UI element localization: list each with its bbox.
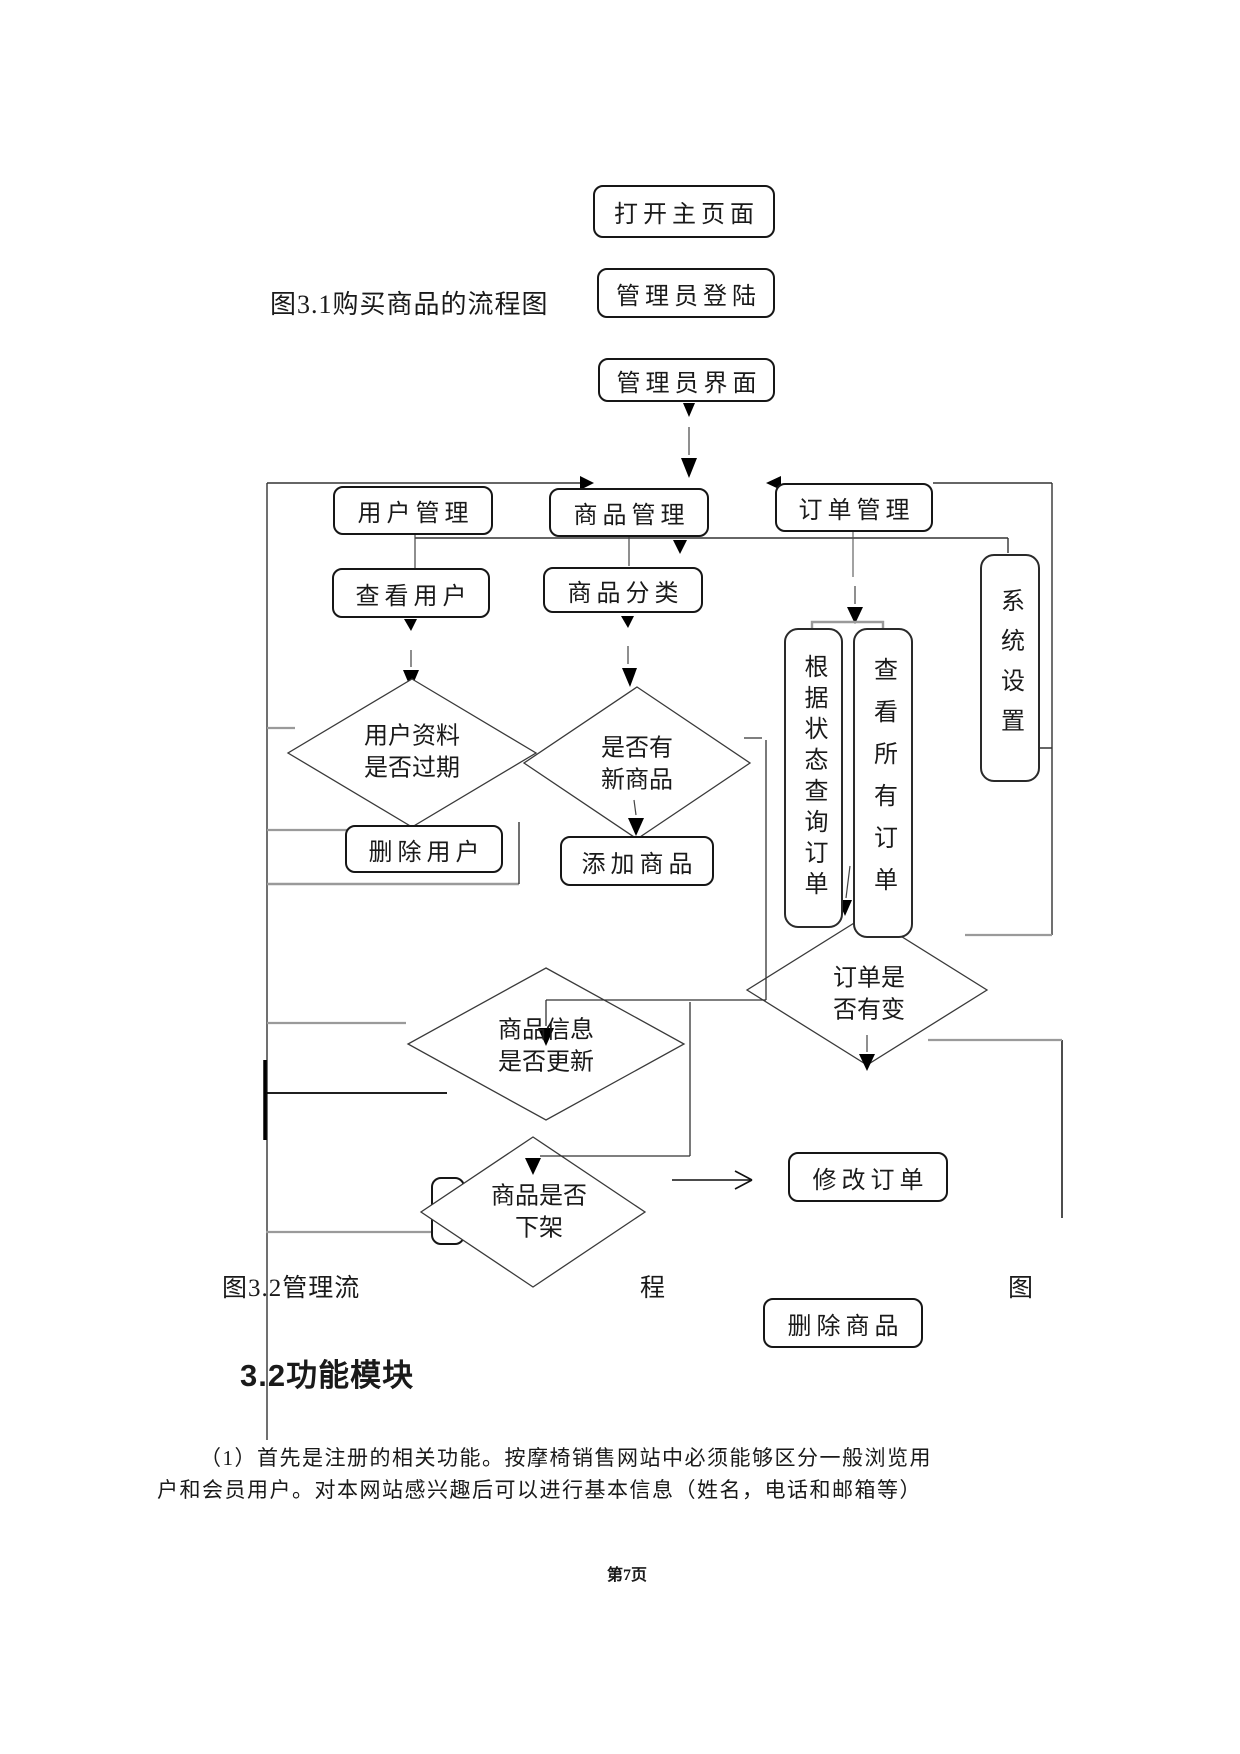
decision-order-changed: 订单是 否有变	[833, 965, 905, 1024]
node-system-settings: 系统设置	[980, 554, 1040, 782]
node-view-all-orders: 查看所有订单	[853, 628, 913, 938]
node-admin-ui: 管理员界面	[598, 358, 775, 402]
section-heading: 3.2功能模块	[240, 1358, 415, 1393]
node-modify-order: 修改订单	[788, 1152, 948, 1202]
node-add-product: 添加商品	[560, 836, 714, 886]
node-user-mgmt: 用户管理	[333, 486, 493, 535]
node-product-mgmt: 商品管理	[549, 488, 709, 537]
page-number: 第7页	[607, 1567, 648, 1584]
figure-3-2-caption-part1: 图3.2管理流	[222, 1275, 361, 1302]
decision-product-info-updated: 商品信息 是否更新	[498, 1017, 594, 1076]
node-query-orders-by-status: 根据状态查询订单	[784, 628, 843, 928]
node-order-mgmt: 订单管理	[775, 483, 933, 532]
node-view-users: 查看用户	[332, 568, 490, 618]
figure-3-1-caption: 图3.1购买商品的流程图	[270, 290, 549, 319]
node-open-home: 打开主页面	[593, 185, 775, 238]
node-product-category: 商品分类	[543, 567, 703, 613]
node-admin-login: 管理员登陆	[597, 268, 775, 318]
decision-product-off-shelf: 商品是否 下架	[491, 1183, 587, 1242]
figure-3-2-caption-part2: 程	[640, 1275, 667, 1302]
paragraph-line-2: 户和会员用户。对本网站感兴趣后可以进行基本信息（姓名，电话和邮箱等）	[157, 1478, 922, 1502]
node-delete-user: 删除用户	[345, 825, 503, 873]
node-delete-product: 删除商品	[763, 1298, 923, 1348]
decision-new-product: 是否有 新商品	[601, 735, 673, 794]
paragraph-line-1: （1）首先是注册的相关功能。按摩椅销售网站中必须能够区分一般浏览用	[200, 1446, 932, 1470]
decision-user-data-expired: 用户资料 是否过期	[364, 723, 460, 782]
figure-3-2-caption-part3: 图	[1008, 1275, 1035, 1302]
